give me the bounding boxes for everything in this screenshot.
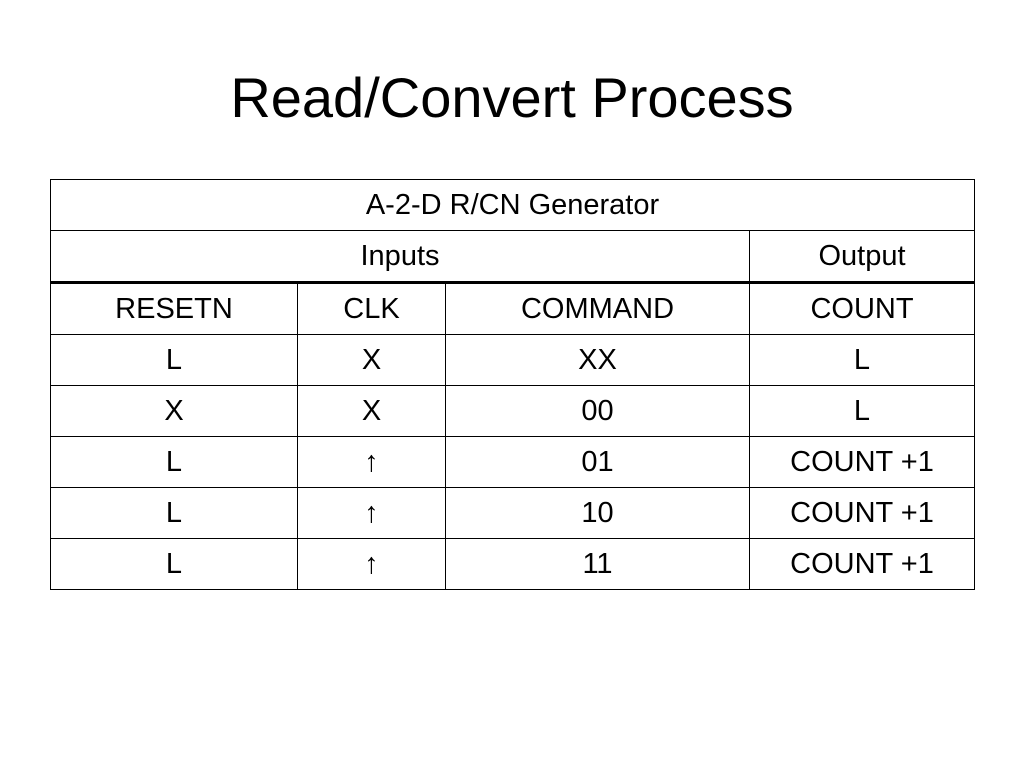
cell-command: 10 bbox=[445, 487, 750, 539]
cell-command: XX bbox=[445, 334, 750, 386]
cell-clk: ↑ bbox=[297, 436, 446, 488]
column-header-clk: CLK bbox=[297, 282, 446, 335]
table-caption: A-2-D R/CN Generator bbox=[50, 179, 975, 231]
cell-count: L bbox=[749, 385, 975, 437]
cell-resetn: L bbox=[50, 334, 298, 386]
column-header-command: COMMAND bbox=[445, 282, 750, 335]
cell-count: COUNT +1 bbox=[749, 487, 975, 539]
output-group-header: Output bbox=[749, 230, 975, 284]
cell-count: L bbox=[749, 334, 975, 386]
table-row: L ↑ 01 COUNT +1 bbox=[50, 436, 975, 488]
cell-resetn: L bbox=[50, 436, 298, 488]
cell-command: 01 bbox=[445, 436, 750, 488]
column-header-row: RESETN CLK COMMAND COUNT bbox=[50, 282, 975, 335]
cell-clk: ↑ bbox=[297, 538, 446, 590]
table-row: L ↑ 10 COUNT +1 bbox=[50, 487, 975, 539]
slide-title: Read/Convert Process bbox=[230, 66, 794, 129]
truth-table: A-2-D R/CN Generator Inputs Output RESET… bbox=[50, 179, 975, 590]
table-row: L ↑ 11 COUNT +1 bbox=[50, 538, 975, 590]
cell-count: COUNT +1 bbox=[749, 538, 975, 590]
cell-command: 11 bbox=[445, 538, 750, 590]
column-header-count: COUNT bbox=[749, 282, 975, 335]
cell-resetn: L bbox=[50, 487, 298, 539]
column-header-resetn: RESETN bbox=[50, 282, 298, 335]
cell-resetn: L bbox=[50, 538, 298, 590]
group-header-row: Inputs Output bbox=[50, 230, 975, 284]
table-row: L X XX L bbox=[50, 334, 975, 386]
table-caption-row: A-2-D R/CN Generator bbox=[50, 179, 975, 231]
cell-resetn: X bbox=[50, 385, 298, 437]
cell-clk: X bbox=[297, 385, 446, 437]
inputs-group-header: Inputs bbox=[50, 230, 750, 284]
table-row: X X 00 L bbox=[50, 385, 975, 437]
cell-count: COUNT +1 bbox=[749, 436, 975, 488]
cell-clk: ↑ bbox=[297, 487, 446, 539]
cell-clk: X bbox=[297, 334, 446, 386]
cell-command: 00 bbox=[445, 385, 750, 437]
